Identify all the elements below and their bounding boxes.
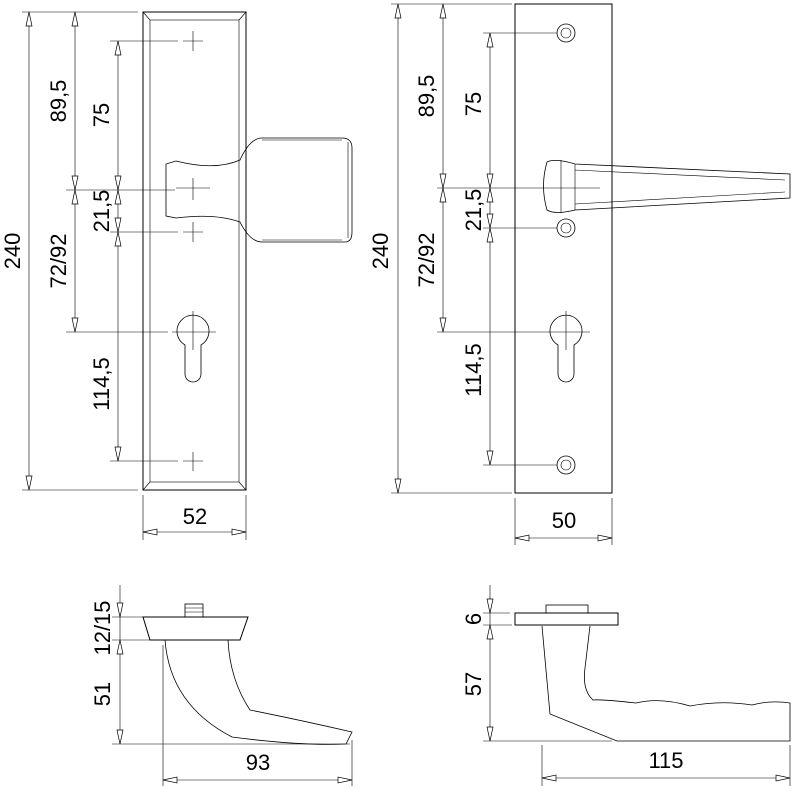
- dim-upper-screw: 75: [461, 92, 486, 116]
- side-view-right: 6 57 115: [461, 585, 791, 786]
- dim-rose-height: 12/15: [90, 600, 115, 655]
- dim-upper-screw: 75: [89, 103, 114, 127]
- cylinder-hole: [172, 311, 216, 383]
- spindle-cap: [184, 603, 204, 618]
- dim-total-height: 240: [0, 233, 25, 270]
- dim-handle-height: 57: [461, 672, 486, 696]
- dim-width: 50: [552, 508, 576, 533]
- knob-handle: [165, 137, 353, 243]
- dim-to-handle: 89,5: [414, 75, 439, 118]
- dim-handle-to-screw: 21,5: [461, 189, 486, 232]
- screw-holes: [556, 23, 576, 475]
- dim-handle-to-screw: 21,5: [89, 190, 114, 233]
- front-view-left: 240 89,5 72/92 75 21,5 114,5 52: [0, 11, 353, 540]
- dim-lower-screw: 114,5: [89, 357, 114, 410]
- dim-projection: 115: [648, 748, 683, 773]
- dim-handle-height: 51: [90, 682, 115, 706]
- dim-total-height: 240: [368, 233, 393, 270]
- dim-to-handle: 89,5: [46, 80, 71, 123]
- rose-profile: [514, 612, 619, 626]
- spindle-cap: [545, 604, 589, 614]
- rose-profile: [142, 616, 249, 641]
- cylinder-hole: [549, 311, 583, 383]
- lever-handle: [543, 160, 791, 213]
- screw-marks: [176, 31, 210, 471]
- lever-profile: [541, 625, 791, 742]
- dim-width: 52: [183, 504, 207, 529]
- dimension-lines: [391, 3, 613, 545]
- knob-profile: [164, 639, 353, 745]
- front-view-right: 240 89,5 72/92 75 21,5 114,5 50: [368, 3, 791, 545]
- backplate-bevel: [149, 19, 240, 483]
- dim-handle-to-cylinder: 72/92: [414, 232, 439, 287]
- backplate-outline: [142, 11, 247, 491]
- dim-projection: 93: [246, 750, 270, 775]
- backplate-outline: [514, 3, 613, 494]
- dim-lower-screw: 114,5: [461, 343, 486, 396]
- dim-handle-to-cylinder: 72/92: [46, 233, 71, 288]
- side-view-left: 12/15 51 93: [90, 585, 353, 786]
- dim-rose-height: 6: [461, 613, 486, 625]
- dimension-lines: [22, 11, 247, 540]
